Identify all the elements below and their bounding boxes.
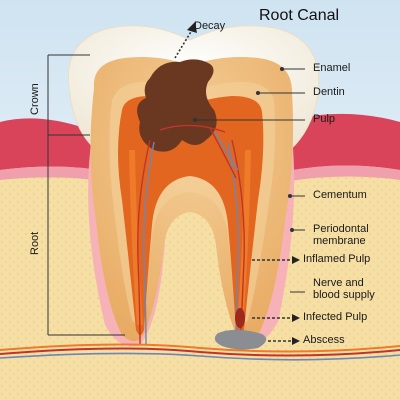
label-crown: Crown — [29, 83, 41, 115]
label-root: Root — [29, 231, 41, 255]
infected-spot — [235, 308, 245, 328]
leader-arrows — [187, 22, 300, 345]
label-periodontal-2: membrane — [313, 235, 366, 247]
pulp — [118, 96, 264, 335]
gum-edge-left — [0, 166, 110, 182]
label-pulp: Pulp — [313, 113, 336, 125]
nerve-trunk-orange — [0, 343, 400, 353]
nerve-trunk-red — [0, 347, 400, 357]
gum-right — [282, 113, 400, 172]
label-decay: Decay — [194, 20, 226, 32]
label-nerve-1: Nerve and — [313, 277, 364, 289]
label-abscess: Abscess — [303, 334, 345, 346]
decay — [137, 59, 217, 152]
label-inflamed-pulp: Inflamed Pulp — [303, 253, 371, 265]
label-enamel: Enamel — [313, 62, 351, 74]
label-infected-pulp: Infected Pulp — [303, 311, 368, 323]
diagram-title: Root Canal — [259, 7, 340, 24]
label-nerve-2: blood supply — [313, 289, 375, 301]
leader-lines — [174, 29, 305, 342]
gum-edge-right — [282, 165, 400, 182]
abscess — [214, 329, 267, 350]
label-periodontal-1: Periodontal — [313, 223, 369, 235]
label-cementum: Cementum — [313, 189, 367, 201]
leader-dots — [193, 67, 294, 232]
nerve-trunk-blue — [0, 352, 400, 361]
label-dentin: Dentin — [313, 86, 345, 98]
